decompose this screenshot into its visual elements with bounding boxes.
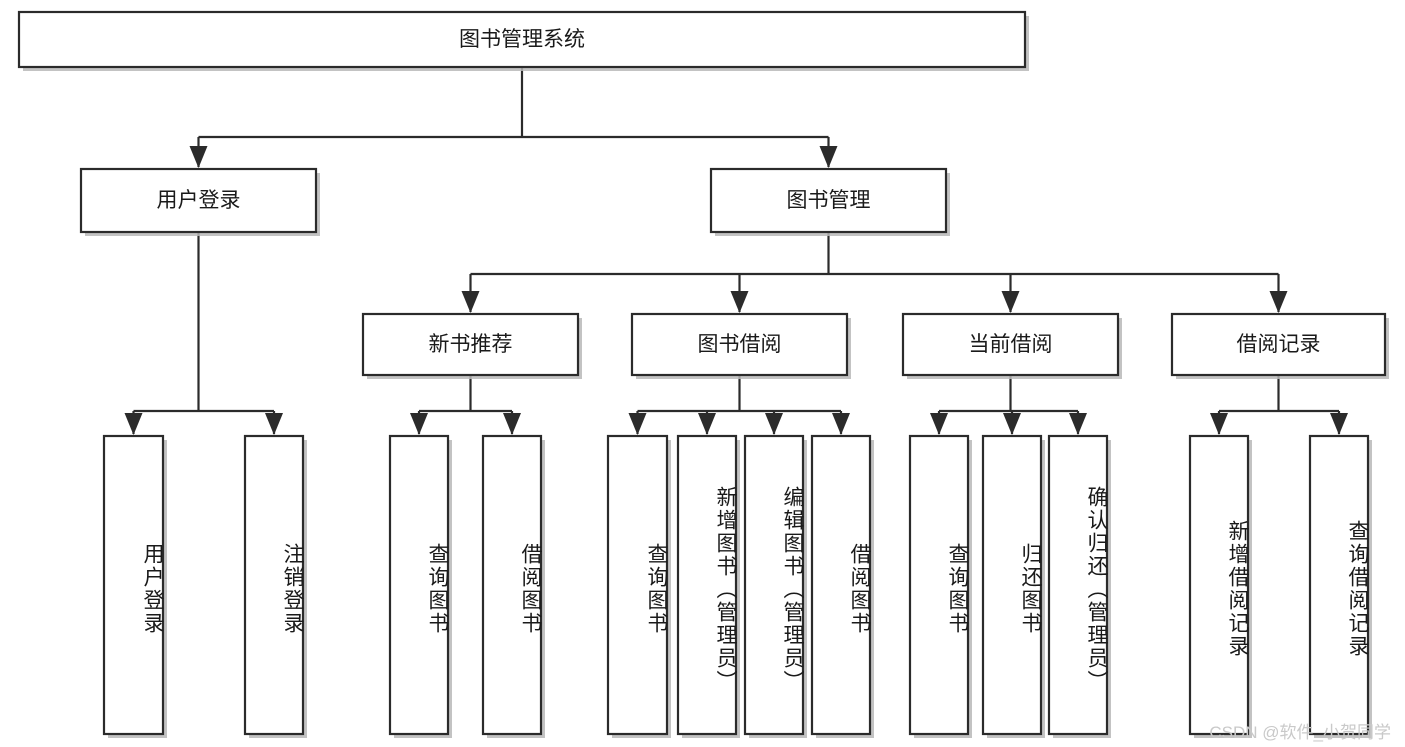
node-book-manage[interactable] [709, 167, 948, 234]
node-leaf-return-book[interactable] [981, 434, 1043, 736]
node-leaf-query-book-1[interactable] [388, 434, 450, 736]
node-root[interactable] [17, 10, 1027, 69]
node-leaf-confirm-return[interactable] [1047, 434, 1109, 736]
connector-layer [124, 67, 1348, 435]
arrow-to-leaf-user-login [124, 413, 143, 435]
node-root-label: 图书管理系统 [459, 28, 585, 51]
node-book-borrow[interactable] [630, 312, 849, 377]
node-book-manage-label: 图书管理 [787, 189, 871, 212]
node-book-borrow-label: 图书借阅 [698, 333, 782, 356]
node-leaf-query-book-3[interactable] [908, 434, 970, 736]
node-leaf-add-record[interactable] [1188, 434, 1250, 736]
arrow-to-book-manage [819, 146, 838, 168]
arrow-to-leaf-confirm-return [1069, 413, 1087, 435]
arrow-to-leaf-borrow-book-1 [503, 413, 521, 435]
node-leaf-user-logout[interactable] [243, 434, 305, 736]
node-leaf-add-book[interactable] [676, 434, 738, 736]
node-leaf-user-login[interactable] [102, 434, 165, 736]
arrow-to-borrow-record [1269, 291, 1288, 313]
node-box-layer [17, 10, 1389, 738]
node-borrow-record-label: 借阅记录 [1237, 333, 1321, 356]
arrow-to-leaf-query-book-1 [410, 413, 428, 435]
node-leaf-query-record[interactable] [1308, 434, 1370, 736]
arrow-to-new-book-recommend [461, 291, 480, 313]
node-user-login-label: 用户登录 [157, 189, 241, 212]
arrow-to-user-login [189, 146, 208, 168]
node-borrow-record[interactable] [1170, 312, 1387, 377]
arrow-to-leaf-query-book-3 [930, 413, 948, 435]
node-current-borrow-label: 当前借阅 [969, 333, 1053, 356]
node-leaf-borrow-book-2[interactable] [810, 434, 872, 736]
arrow-to-leaf-add-record [1210, 413, 1228, 435]
arrow-to-leaf-borrow-book-2 [832, 413, 850, 435]
arrow-to-leaf-add-book [698, 413, 716, 435]
arrow-to-leaf-return-book [1003, 413, 1021, 435]
node-leaf-edit-book[interactable] [743, 434, 805, 736]
node-leaf-query-book-2[interactable] [606, 434, 669, 736]
arrow-to-leaf-query-record [1330, 413, 1348, 435]
arrow-to-leaf-query-book-2 [628, 413, 647, 435]
node-new-book-recommend[interactable] [361, 312, 580, 377]
arrow-to-leaf-user-logout [265, 413, 283, 435]
node-current-borrow[interactable] [901, 312, 1120, 377]
arrow-to-book-borrow [730, 291, 749, 313]
node-leaf-borrow-book-1[interactable] [481, 434, 543, 736]
arrow-to-leaf-edit-book [765, 413, 783, 435]
node-new-book-recommend-label: 新书推荐 [429, 333, 513, 356]
csdn-watermark: CSDN @软件_小贺同学 [1209, 723, 1391, 742]
arrow-to-current-borrow [1001, 291, 1020, 313]
node-user-login[interactable] [79, 167, 318, 234]
